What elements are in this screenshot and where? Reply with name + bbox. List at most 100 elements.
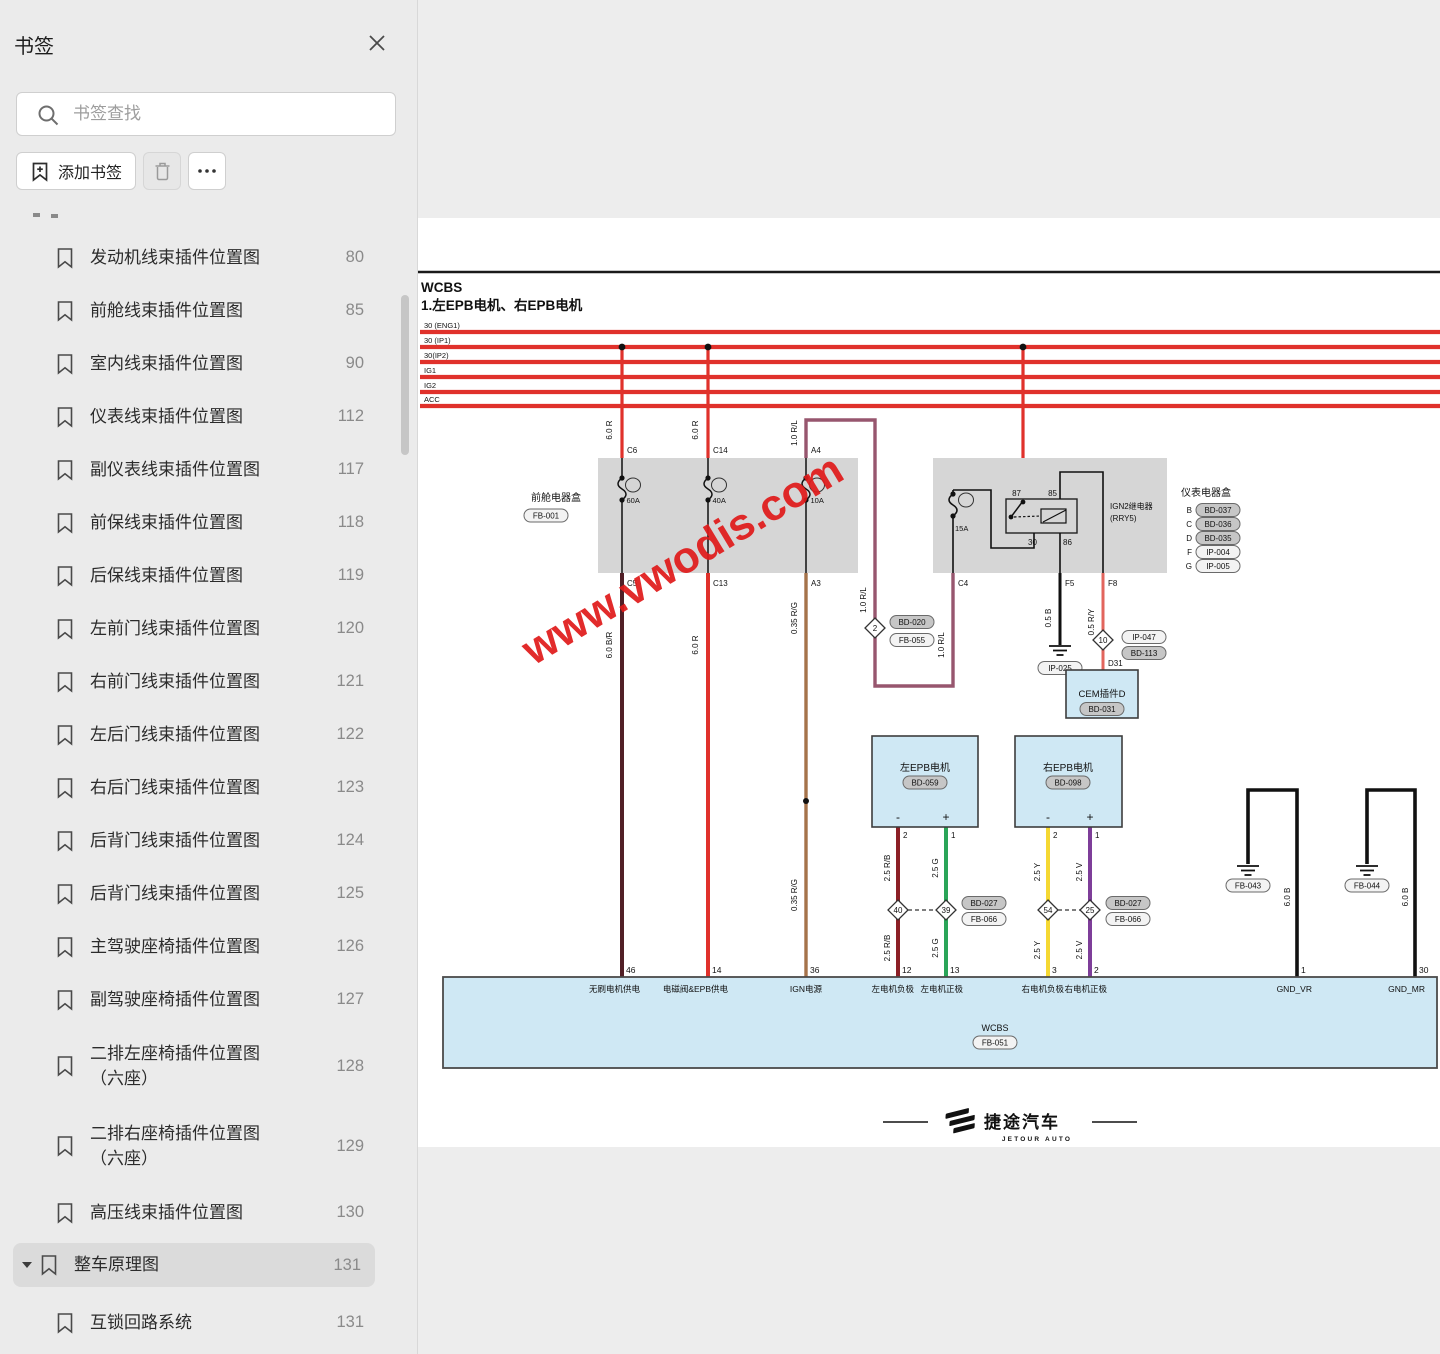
bookmark-icon [57, 1312, 73, 1334]
bookmark-item[interactable]: 二排左座椅插件位置图（六座） 128 [0, 1026, 418, 1106]
bookmark-item[interactable]: 仪表线束插件位置图 112 [0, 390, 418, 443]
jetour-logo-glyph [945, 1108, 975, 1134]
bookmark-item[interactable]: 后背门线束插件位置图 125 [0, 867, 418, 920]
bookmark-item[interactable]: 前保线束插件位置图 118 [0, 496, 418, 549]
bookmark-item[interactable]: 发动机线束插件位置图 80 [0, 231, 418, 284]
logo-cn-text: 捷途汽车 [984, 1112, 1060, 1132]
bookmark-item-selected[interactable]: 整车原理图 131 [0, 1243, 418, 1296]
expand-arrow-icon[interactable] [22, 1262, 32, 1268]
connector-pin: 54 [1044, 906, 1053, 915]
bookmark-page: 117 [337, 460, 364, 478]
bookmark-item[interactable]: 右前门线束插件位置图 121 [0, 655, 418, 708]
svg-text:1.0 R/L: 1.0 R/L [859, 587, 868, 613]
bookmark-page: 90 [345, 354, 364, 372]
legend-key: C [1186, 520, 1192, 529]
bookmark-item[interactable]: 后背门线束插件位置图 124 [0, 814, 418, 867]
bookmark-label: 后背门线束插件位置图 [90, 883, 260, 903]
fuse-rating: 10A [811, 496, 824, 505]
connector-ref: FB-066 [1115, 915, 1142, 924]
bookmark-item[interactable]: 室内线束插件位置图 90 [0, 337, 418, 390]
bookmark-label: 二排左座椅插件位置图（六座） [90, 1041, 328, 1092]
svg-text:6.0 B: 6.0 B [1401, 888, 1410, 907]
bookmark-page: 129 [336, 1136, 364, 1155]
legend-key: F [1187, 548, 1192, 557]
connector-ref: BD-020 [898, 618, 926, 627]
pin-function: 右电机负极 [1021, 984, 1064, 994]
fuse-rating: 60A [627, 496, 640, 505]
right-epb-motor: 右EPB电机 BD-098 - + 2 1 [1014, 735, 1123, 840]
pin-function: GND_VR [1277, 984, 1312, 994]
pin-number: 36 [810, 965, 820, 975]
sidebar-scrollbar-thumb[interactable] [401, 295, 409, 455]
bookmark-icon [57, 353, 73, 375]
pin-function: 左电机负极 [871, 984, 914, 994]
cem-label: CEM插件D [1079, 688, 1126, 700]
bookmark-label: 左后门线束插件位置图 [90, 724, 260, 744]
more-options-button[interactable] [188, 152, 227, 190]
diagram-subtitle: 1.左EPB电机、右EPB电机 [421, 297, 583, 313]
bookmark-icon [57, 618, 73, 640]
bookmark-icon [57, 671, 73, 693]
legend-ref: BD-035 [1204, 534, 1232, 543]
bookmark-page: 131 [333, 1255, 361, 1274]
pin-function: 左电机正极 [920, 984, 963, 994]
bookmark-item[interactable]: 二排右座椅插件位置图（六座） 129 [0, 1106, 418, 1186]
bookmark-icon [57, 1202, 73, 1224]
relay-terminal: 86 [1063, 538, 1072, 547]
bus-label: IG2 [424, 381, 436, 390]
motor-minus: - [896, 810, 900, 824]
bookmark-item[interactable]: 前舱线束插件位置图 85 [0, 284, 418, 337]
bookmark-item[interactable]: 副驾驶座椅插件位置图 127 [0, 973, 418, 1026]
delete-bookmark-button[interactable] [143, 152, 182, 190]
bookmark-icon [57, 883, 73, 905]
bookmark-icon [57, 989, 73, 1011]
bookmark-item[interactable]: 高压线束插件位置图 130 [0, 1186, 418, 1239]
bookmark-label: 发动机线束插件位置图 [90, 247, 260, 267]
bookmark-icon [41, 1255, 57, 1276]
bookmark-item[interactable]: 后保线束插件位置图 119 [0, 549, 418, 602]
document-page-area: WCBS 1.左EPB电机、右EPB电机 30 (ENG1) 30 (IP1) … [418, 0, 1440, 1354]
connector-ref: FB-066 [971, 915, 998, 924]
bookmark-icon [57, 724, 73, 746]
bookmark-item[interactable]: 左前门线束插件位置图 120 [0, 602, 418, 655]
diagram-title: WCBS [421, 280, 462, 295]
connector-ref: FB-001 [533, 512, 560, 521]
bookmark-label: 高压线束插件位置图 [90, 1202, 243, 1222]
bookmark-page: 80 [345, 248, 364, 266]
bookmark-item-child[interactable]: 互锁回路系统 131 [0, 1296, 418, 1349]
add-bookmark-button[interactable]: 添加书签 [16, 152, 137, 190]
bookmark-item[interactable]: 副仪表线束插件位置图 117 [0, 443, 418, 496]
bookmark-page: 121 [336, 672, 364, 690]
pin-function: 右电机正极 [1064, 984, 1107, 994]
pin-label: C14 [713, 446, 728, 455]
splice-dot [803, 798, 809, 804]
bookmark-icon [57, 565, 73, 587]
bus-label: 30(IP2) [424, 351, 449, 360]
connector-ref: BD-027 [970, 899, 998, 908]
svg-text:2.5 G: 2.5 G [931, 858, 940, 878]
bookmark-icon [57, 936, 73, 958]
pin-label: F5 [1065, 579, 1075, 588]
legend-ref: IP-005 [1206, 562, 1230, 571]
instrument-fuse-box: 87 85 30 86 IGN2继电器 (RRY5) 15A C4 F5 F8 [933, 458, 1167, 588]
wire-gauge-labels: 6.0 R 6.0 R 1.0 R/L 6.0 B/R 6.0 R 0.35 R… [605, 420, 1410, 962]
relay-ref: (RRY5) [1110, 514, 1137, 523]
search-input[interactable] [17, 93, 395, 135]
bookmark-icon [57, 247, 73, 269]
svg-text:2.5 Y: 2.5 Y [1033, 862, 1042, 881]
bookmark-label-line2: （六座） [90, 1149, 158, 1168]
ground-ref: IP-025 [1048, 664, 1072, 673]
bookmark-label: 室内线束插件位置图 [90, 353, 243, 373]
close-panel-button[interactable] [364, 30, 390, 56]
bookmark-item[interactable]: 主驾驶座椅插件位置图 126 [0, 920, 418, 973]
bookmark-page: 124 [336, 831, 364, 849]
motor-plus: + [1086, 810, 1093, 824]
bookmark-item[interactable]: 右后门线束插件位置图 123 [0, 761, 418, 814]
bookmark-label: 右前门线束插件位置图 [90, 671, 260, 691]
relay-terminal: 30 [1028, 538, 1037, 547]
relay-name: IGN2继电器 [1110, 501, 1153, 511]
legend-key: G [1186, 562, 1192, 571]
bookmark-icon [57, 830, 73, 852]
bookmark-item[interactable]: 左后门线束插件位置图 122 [0, 708, 418, 761]
bookmark-icon [57, 1056, 73, 1077]
